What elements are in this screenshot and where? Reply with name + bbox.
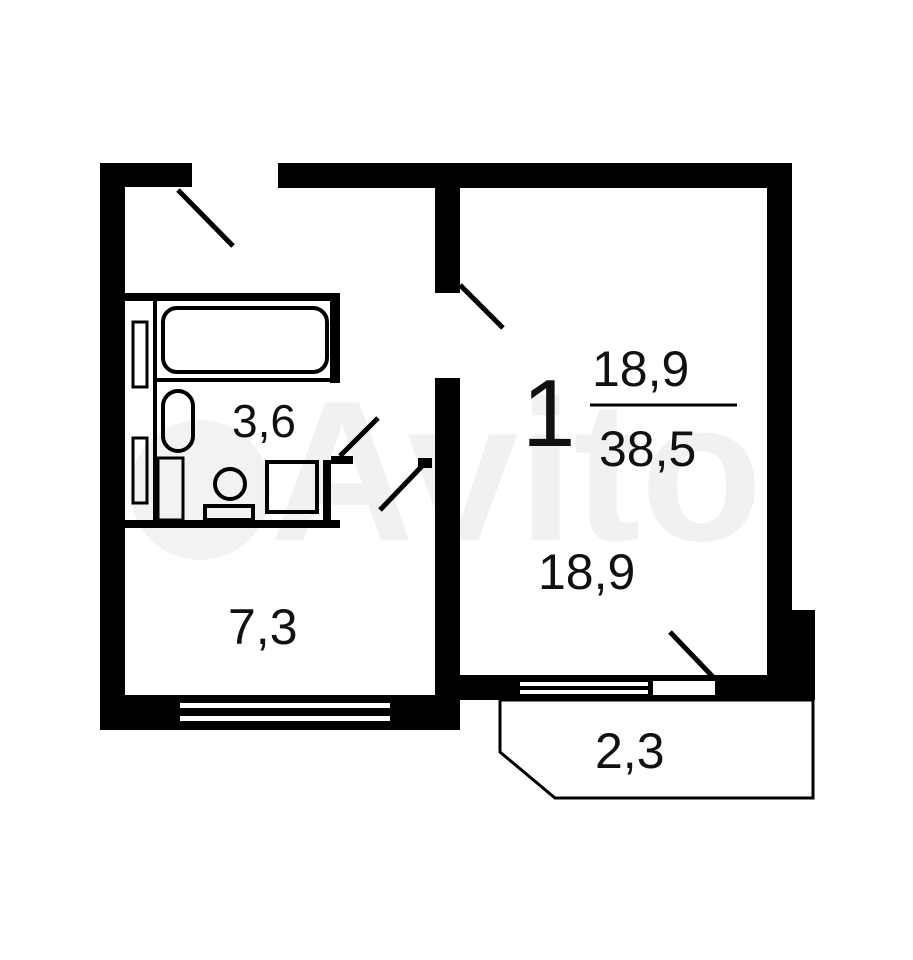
balcony [498, 698, 815, 800]
kitchen-area: 7,3 [228, 599, 298, 655]
balcony-window [520, 681, 715, 695]
svg-text:Avito: Avito [270, 360, 763, 583]
washer-icon [265, 460, 319, 514]
rooms-count: 1 [522, 360, 575, 467]
walls [100, 163, 815, 730]
bathroom [125, 293, 353, 528]
balcony-area: 2,3 [595, 723, 665, 779]
living-room-area: 18,9 [538, 544, 635, 600]
bathtub-icon [161, 306, 329, 374]
kitchen-window [180, 703, 390, 721]
total-area: 38,5 [599, 421, 696, 477]
sink-icon [161, 389, 195, 453]
door-swings [176, 188, 716, 680]
bathroom-area: 3,6 [232, 395, 296, 447]
living-area: 18,9 [592, 341, 689, 397]
toilet-icon [213, 467, 247, 501]
